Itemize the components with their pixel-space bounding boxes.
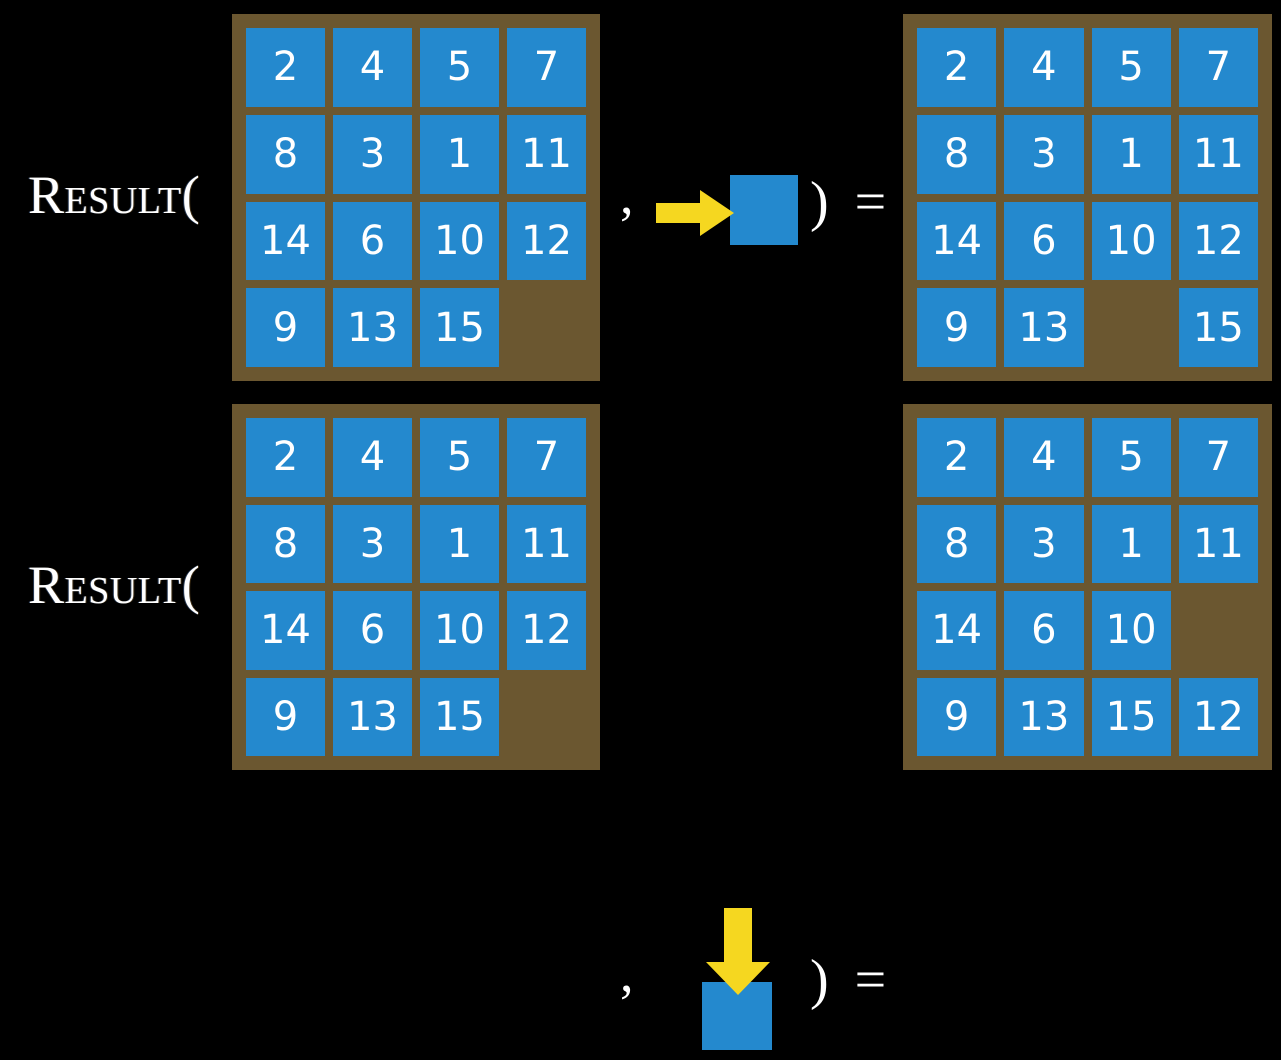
puzzle-tile[interactable]: 2 <box>246 28 325 107</box>
puzzle-tile[interactable]: 14 <box>917 201 997 281</box>
puzzle-tile[interactable]: 9 <box>246 288 325 367</box>
puzzle-tile[interactable]: 12 <box>1178 677 1258 756</box>
puzzle-tile[interactable]: 4 <box>333 28 412 107</box>
puzzle-tile[interactable]: 11 <box>507 504 586 583</box>
puzzle-tile[interactable]: 15 <box>1091 677 1171 756</box>
move-tile-square <box>730 175 798 245</box>
puzzle-tile[interactable]: 2 <box>917 418 997 497</box>
puzzle-tile[interactable]: 13 <box>1004 677 1084 756</box>
puzzle-tile[interactable]: 7 <box>1178 28 1258 107</box>
puzzle-tile[interactable]: 14 <box>246 201 325 281</box>
argument-separator-comma-row-2: , <box>620 943 634 1003</box>
puzzle-tile[interactable]: 14 <box>917 591 997 670</box>
empty-slot <box>507 288 586 367</box>
move-operand-right-row-1 <box>650 168 810 258</box>
puzzle-tile[interactable]: 4 <box>1004 418 1084 497</box>
arrow-down-icon <box>706 908 770 995</box>
puzzle-tile[interactable]: 13 <box>1004 288 1084 367</box>
puzzle-tile[interactable]: 2 <box>246 418 325 497</box>
puzzle-tile[interactable]: 13 <box>333 288 412 367</box>
puzzle-tile[interactable]: 10 <box>420 201 499 281</box>
puzzle-tile[interactable]: 8 <box>246 504 325 583</box>
puzzle-tile[interactable]: 4 <box>333 418 412 497</box>
puzzle-tile[interactable]: 14 <box>246 591 325 670</box>
puzzle-tile[interactable]: 10 <box>1091 201 1171 281</box>
puzzle-tile[interactable]: 4 <box>1004 28 1084 107</box>
result-function-label-row-1: Result( <box>28 165 201 225</box>
puzzle-tile[interactable]: 6 <box>1004 591 1084 670</box>
puzzle-tile[interactable]: 2 <box>917 28 997 107</box>
puzzle-tile[interactable]: 11 <box>1178 504 1258 583</box>
puzzle-tile[interactable]: 1 <box>1091 114 1171 194</box>
puzzle-tile[interactable]: 5 <box>420 418 499 497</box>
puzzle-tile[interactable]: 15 <box>1178 288 1258 367</box>
close-paren-equals-row-2: ) = <box>810 949 893 1011</box>
puzzle-tile[interactable]: 6 <box>333 591 412 670</box>
puzzle-tile[interactable]: 10 <box>1091 591 1171 670</box>
puzzle-tile[interactable]: 12 <box>1178 201 1258 281</box>
puzzle-tile[interactable]: 3 <box>333 504 412 583</box>
puzzle-tile[interactable]: 3 <box>333 114 412 194</box>
empty-slot <box>1179 591 1258 670</box>
puzzle-tile[interactable]: 9 <box>246 677 325 756</box>
puzzle-tile[interactable]: 7 <box>507 418 586 497</box>
result-function-label-row-2: Result( <box>28 555 201 615</box>
puzzle-tile[interactable]: 9 <box>917 677 997 756</box>
puzzle-tile[interactable]: 7 <box>507 28 586 107</box>
puzzle-tile[interactable]: 5 <box>1091 28 1171 107</box>
empty-slot <box>1092 288 1171 367</box>
puzzle-tile[interactable]: 6 <box>1004 201 1084 281</box>
puzzle-tile[interactable]: 7 <box>1178 418 1258 497</box>
puzzle-tile[interactable]: 13 <box>333 677 412 756</box>
puzzle-tile[interactable]: 9 <box>917 288 997 367</box>
puzzle-tile[interactable]: 12 <box>507 591 586 670</box>
puzzle-tile[interactable]: 5 <box>1091 418 1171 497</box>
puzzle-tile[interactable]: 11 <box>1178 114 1258 194</box>
move-operand-down-row-2 <box>690 895 800 1060</box>
puzzle-tile[interactable]: 8 <box>246 114 325 194</box>
puzzle-tile[interactable]: 15 <box>420 677 499 756</box>
puzzle-tile[interactable]: 3 <box>1004 114 1084 194</box>
puzzle-tile[interactable]: 3 <box>1004 504 1084 583</box>
puzzle-tile[interactable]: 1 <box>420 504 499 583</box>
close-paren-equals-row-1: ) = <box>810 171 893 233</box>
puzzle-tile[interactable]: 6 <box>333 201 412 281</box>
argument-separator-comma-row-1: , <box>620 165 634 225</box>
empty-slot <box>507 678 586 757</box>
arrow-right-icon <box>656 190 734 236</box>
puzzle-tile[interactable]: 1 <box>1091 504 1171 583</box>
puzzle-tile[interactable]: 5 <box>420 28 499 107</box>
puzzle-tile[interactable]: 11 <box>507 114 586 194</box>
puzzle-tile[interactable]: 15 <box>420 288 499 367</box>
puzzle-tile[interactable]: 12 <box>507 201 586 281</box>
puzzle-tile[interactable]: 8 <box>917 114 997 194</box>
puzzle-tile[interactable]: 10 <box>420 591 499 670</box>
puzzle-tile[interactable]: 8 <box>917 504 997 583</box>
puzzle-tile[interactable]: 1 <box>420 114 499 194</box>
